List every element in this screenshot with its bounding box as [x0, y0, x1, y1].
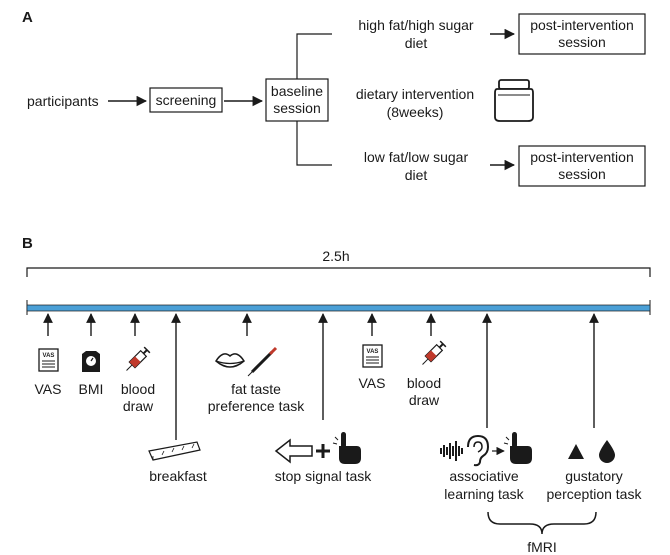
post-top-label-1: post-intervention [530, 17, 634, 33]
drop-icon [599, 440, 615, 463]
screening-label: screening [156, 92, 217, 108]
syringe-icon [422, 340, 447, 365]
panel-b-letter: B [22, 235, 33, 252]
baseline-label-1: baseline [271, 83, 323, 99]
jar-icon [494, 79, 534, 122]
timeline-bar [26, 304, 651, 312]
vas1-label: VAS [35, 381, 62, 397]
post-intervention-box-bottom [518, 145, 646, 187]
svg-text:VAS: VAS [43, 353, 55, 359]
duration-bracket [26, 267, 651, 277]
intervention-label-1: dietary intervention [356, 86, 474, 102]
high-diet-label-2: diet [405, 35, 428, 51]
low-diet-label-2: diet [405, 167, 428, 183]
associative-label-1: associative [449, 468, 518, 484]
pipette-icon [247, 346, 278, 377]
triangle-icon [568, 444, 584, 459]
fixation-cross-icon [316, 444, 330, 458]
associative-label-2: learning task [444, 486, 524, 502]
panel-a-letter: A [22, 9, 33, 26]
ear-icon [467, 434, 490, 467]
participants-label: participants [27, 93, 99, 109]
fat-taste-label-2: preference task [208, 398, 305, 414]
blood1-label-2: draw [123, 398, 154, 414]
fmri-label: fMRI [527, 539, 557, 555]
blood2-label-2: draw [409, 392, 440, 408]
scale-icon [82, 351, 100, 372]
post-bottom-label-2: session [558, 166, 605, 182]
low-diet-label-1: low fat/low sugar [364, 149, 469, 165]
high-diet-label-1: high fat/high sugar [358, 17, 474, 33]
soundwave-icon [440, 441, 463, 461]
blood2-label-1: blood [407, 375, 441, 391]
panel-a: A participants screening baseline sessio… [22, 9, 646, 187]
vas2-label: VAS [359, 375, 386, 391]
breakfast-label: breakfast [149, 468, 207, 484]
branch-down [296, 121, 332, 166]
intervention-label-2: (8weeks) [387, 104, 444, 120]
breakfast-bar-icon [148, 441, 201, 461]
questionnaire-icon: VAS [38, 348, 59, 372]
hand-pointer-icon [332, 432, 361, 464]
baseline-label-2: session [273, 100, 320, 116]
gustatory-label-1: gustatory [565, 468, 623, 484]
gustatory-label-2: perception task [547, 486, 643, 502]
screening-box [149, 87, 223, 113]
post-intervention-box-top [518, 13, 646, 55]
lips-icon [215, 353, 245, 368]
panel-b: B 2.5h VAS VAS [22, 235, 651, 555]
blood1-label-1: blood [121, 381, 155, 397]
post-top-label-2: session [558, 34, 605, 50]
hand-pointer-icon [503, 432, 532, 464]
post-bottom-label-1: post-intervention [530, 149, 634, 165]
fmri-brace [487, 511, 597, 535]
branch-up [296, 33, 332, 79]
duration-label: 2.5h [322, 248, 349, 264]
bmi-label: BMI [79, 381, 104, 397]
svg-text:VAS: VAS [367, 349, 379, 355]
left-arrow-icon [274, 438, 313, 464]
questionnaire-icon: VAS [362, 344, 383, 368]
syringe-icon [126, 346, 151, 371]
stop-signal-label: stop signal task [275, 468, 372, 484]
fat-taste-label-1: fat taste [231, 381, 281, 397]
